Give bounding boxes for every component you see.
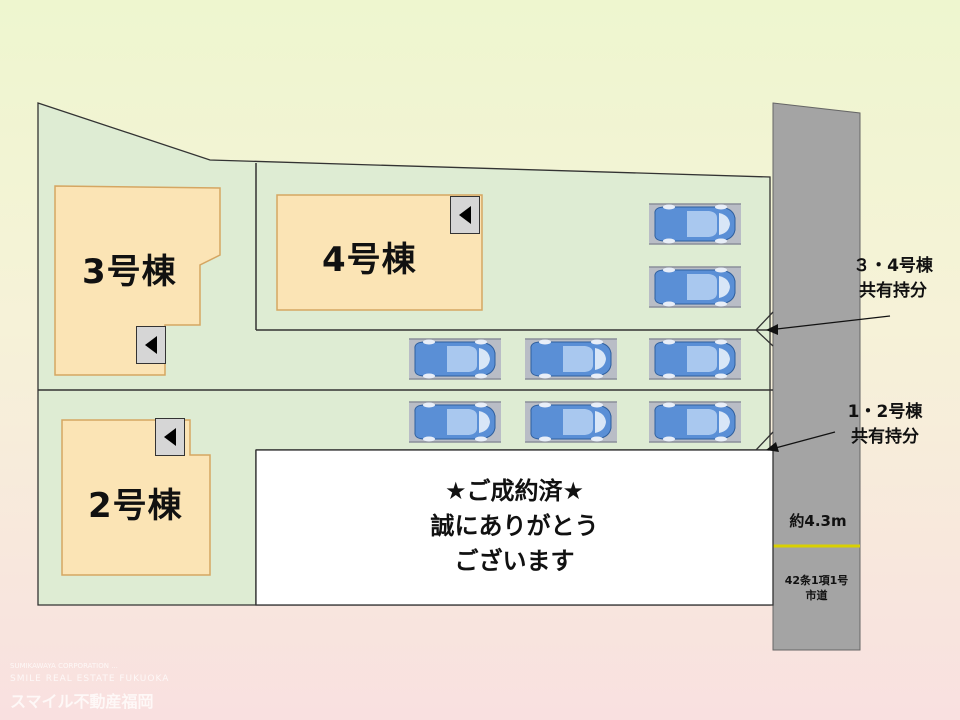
road-width-label: 約4.3m <box>789 512 847 530</box>
road-type-label: 42条1項1号 市道 <box>773 573 860 603</box>
leader-arrowhead-lot12 <box>766 442 779 452</box>
lot3-label: 3号棟 <box>82 252 177 292</box>
watermark-english: SMILE REAL ESTATE FUKUOKA <box>10 674 170 684</box>
watermark-japanese: スマイル不動産福岡 <box>10 692 154 711</box>
driveway-notch-north <box>755 311 774 347</box>
road-type-line2: 市道 <box>805 589 828 602</box>
sold-message-line1: ★ご成約済★ <box>444 477 585 505</box>
sold-lot <box>255 449 774 606</box>
car-icon <box>524 338 618 380</box>
house-lot2 <box>61 419 211 576</box>
watermark-tagline: SUMIKAWAYA CORPORATION ... <box>10 662 118 670</box>
entrance-arrow-icon <box>136 326 166 364</box>
leader-arrowhead-lot34 <box>766 324 778 335</box>
sold-message-line2: 誠にありがとう <box>430 512 599 540</box>
house-lot3 <box>54 185 221 376</box>
shared-note-lot12-line1: 1・2号棟 <box>847 402 923 422</box>
car-icon <box>408 338 502 380</box>
entrance-arrow-icon <box>155 418 185 456</box>
entrance-arrow-icon <box>450 196 480 234</box>
car-icon <box>648 401 742 443</box>
shared-note-lot34-line2: 共有持分 <box>859 281 927 301</box>
shared-note-lot12-line2: 共有持分 <box>851 427 919 447</box>
car-icon <box>408 401 502 443</box>
lot2-label: 2号棟 <box>88 486 183 526</box>
shared-note-lot12: 1・2号棟 共有持分 <box>830 400 940 450</box>
shared-note-lot34: ３・4号棟 共有持分 <box>838 254 948 304</box>
leader-line-lot34 <box>767 315 891 331</box>
road <box>772 102 861 651</box>
sold-message: ★ご成約済★ 誠にありがとう ございます <box>256 474 773 579</box>
lot4-label: 4号棟 <box>322 240 417 280</box>
car-icon <box>648 203 742 245</box>
shared-note-lot34-line1: ３・4号棟 <box>853 256 933 276</box>
leader-line-lot12 <box>767 431 836 451</box>
car-icon <box>524 401 618 443</box>
car-icon <box>648 266 742 308</box>
road-type-line1: 42条1項1号 <box>784 574 849 587</box>
car-icon <box>648 338 742 380</box>
sold-message-line3: ございます <box>454 547 575 575</box>
house-lot4 <box>276 194 483 311</box>
